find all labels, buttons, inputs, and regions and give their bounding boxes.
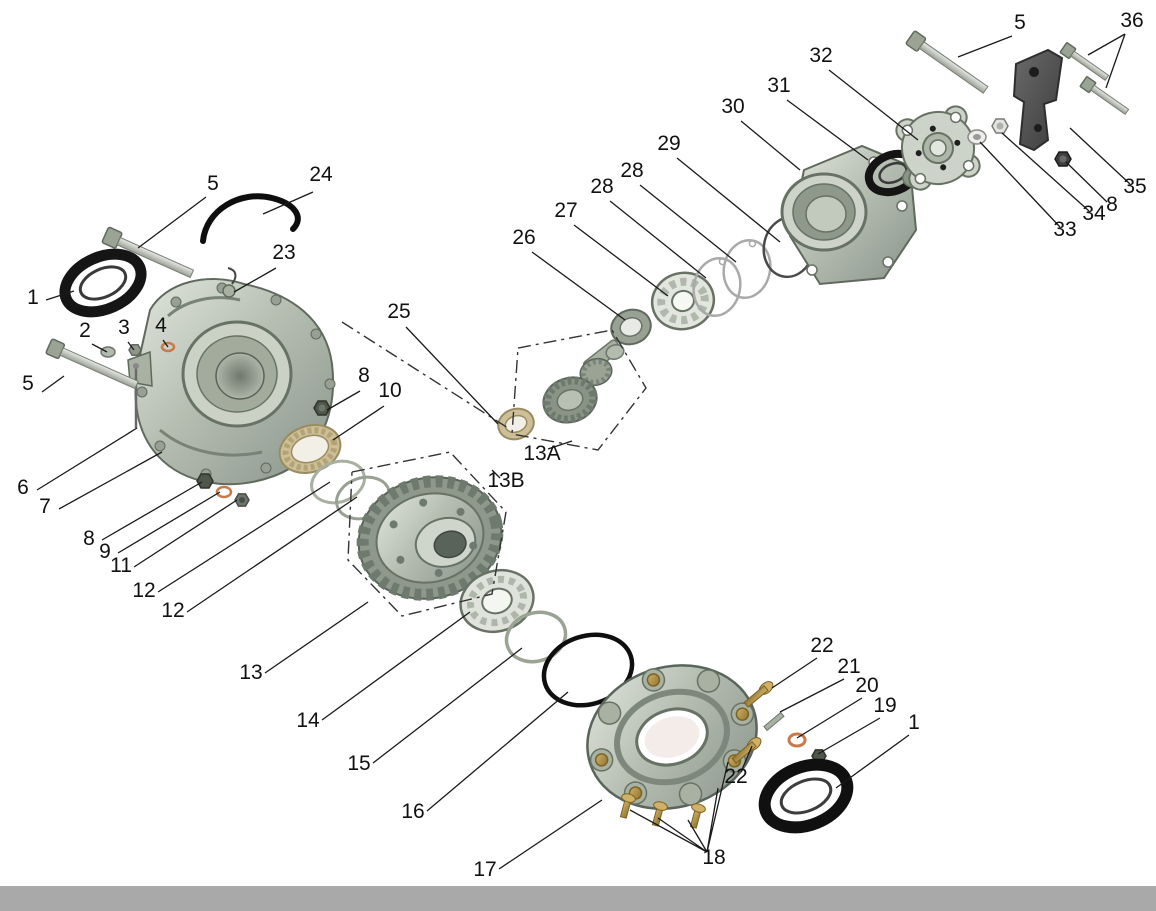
callout-32: 32 (809, 44, 832, 67)
part-5-bolt-b (45, 338, 139, 390)
callout-5-c: 5 (1014, 11, 1026, 34)
callout-20: 20 (855, 674, 878, 697)
part-15-shim (504, 610, 568, 664)
callout-35: 35 (1123, 175, 1146, 198)
callout-33: 33 (1053, 218, 1076, 241)
part-12-shim-a (310, 459, 366, 505)
callout-16: 16 (401, 800, 424, 823)
callout-28-a: 28 (590, 175, 613, 198)
part-4-sealing-ring (160, 341, 176, 353)
part-8-plug-a (196, 473, 214, 489)
leader-lines (36, 33, 1131, 870)
part-14-ball-bearing (459, 569, 535, 633)
callout-15: 15 (347, 752, 370, 775)
part-16-o-ring (541, 632, 635, 708)
callout-9: 9 (99, 540, 111, 563)
callout-14: 14 (296, 709, 320, 732)
callout-6: 6 (17, 476, 29, 499)
callout-27: 27 (554, 199, 577, 222)
callout-labels: 5 24 23 1 2 3 4 5 25 8 10 6 7 8 9 11 12 … (17, 9, 1147, 881)
callout-12-a: 12 (132, 579, 155, 602)
part-18-bolt-b (651, 801, 668, 827)
part-11-nut (234, 493, 250, 507)
callout-19: 19 (873, 694, 896, 717)
callout-22-b: 22 (724, 765, 747, 788)
part-18-bolt-a (619, 793, 636, 819)
part-13a-pinion-gear (542, 339, 625, 424)
part-35-mounting-bracket (1012, 48, 1064, 152)
part-36-bolt-b (1079, 76, 1130, 115)
callout-10: 10 (378, 379, 401, 402)
part-30-output-housing (780, 144, 918, 286)
part-18-bolt-c (689, 803, 706, 829)
part-34-nut (991, 118, 1009, 134)
part-2-washer (100, 346, 116, 358)
callout-3: 3 (118, 316, 130, 339)
part-9-washer (215, 485, 233, 499)
part-main-housing (127, 278, 336, 486)
part-36-bolt-a (1059, 42, 1110, 81)
callout-1-b: 1 (908, 711, 920, 734)
part-17-rear-cover (586, 664, 758, 810)
callout-12-b: 12 (161, 599, 184, 622)
callout-7: 7 (39, 495, 51, 518)
callout-8-a: 8 (358, 364, 370, 387)
part-28-gasket-b (722, 238, 772, 300)
callout-30: 30 (721, 95, 744, 118)
part-27-ball-bearing (650, 271, 716, 331)
part-26-spacer (610, 308, 652, 346)
callout-5-b: 5 (22, 372, 34, 395)
part-33-washer (967, 129, 987, 145)
part-8-nut-b (313, 400, 331, 416)
callout-23: 23 (272, 241, 295, 264)
callout-2: 2 (79, 319, 91, 342)
callout-34: 34 (1082, 202, 1106, 225)
callout-25: 25 (387, 300, 410, 323)
part-10-needle-bearing (278, 424, 342, 474)
callout-22-a: 22 (810, 634, 833, 657)
callout-11: 11 (110, 554, 132, 577)
part-24-hose (200, 193, 301, 244)
callout-24: 24 (309, 163, 333, 186)
part-22-bolt-a (743, 681, 774, 708)
part-13-ring-gear (356, 475, 504, 601)
footer-bar (0, 886, 1156, 911)
part-20-copper-washer (787, 732, 807, 748)
callout-13b: 13B (487, 469, 524, 492)
callout-31: 31 (767, 74, 790, 97)
group-outline-dashdot (341, 321, 647, 617)
callout-36: 36 (1120, 9, 1143, 32)
part-32-output-flange (895, 105, 981, 191)
callout-4: 4 (155, 314, 167, 337)
part-22-bolt-b (731, 737, 762, 764)
callout-28-b: 28 (620, 159, 643, 182)
part-1-oil-seal-rear (758, 758, 854, 834)
parts-layer (45, 30, 1130, 834)
callout-17: 17 (473, 858, 496, 881)
callout-13: 13 (239, 661, 262, 684)
part-1-oil-seal-front (59, 248, 147, 318)
callout-1-a: 1 (27, 286, 39, 309)
part-21-stud (763, 711, 785, 732)
callout-8-c: 8 (1106, 193, 1118, 216)
part-25-needle-bearing (497, 407, 535, 441)
callout-18: 18 (702, 846, 725, 869)
callout-13a: 13A (523, 442, 560, 465)
callout-21: 21 (837, 655, 860, 678)
callout-8-b: 8 (83, 527, 95, 550)
part-5-bolt-c (905, 30, 989, 94)
callout-26: 26 (512, 226, 535, 249)
part-5-bolt-a (101, 226, 195, 279)
callout-5-a: 5 (207, 172, 219, 195)
callout-29: 29 (657, 132, 680, 155)
